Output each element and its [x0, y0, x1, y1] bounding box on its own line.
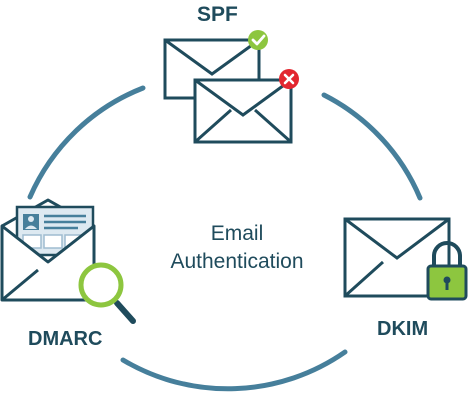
center-title-line-2: Authentication [170, 250, 304, 273]
magnifier-icon [78, 262, 136, 324]
dmarc-envelope [0, 198, 96, 302]
dkim-label: DKIM [377, 318, 429, 340]
dkim-envelope [343, 217, 451, 298]
ring-arc-top-right [321, 92, 423, 201]
cycle-ring [27, 85, 423, 392]
spf-envelope-fail [193, 78, 293, 144]
center-title: Email Authentication [137, 220, 337, 276]
padlock-icon [426, 241, 468, 301]
check-badge-icon [248, 30, 268, 50]
ring-arc-top-left [27, 85, 146, 200]
x-badge-icon [279, 69, 299, 89]
spf-label: SPF [197, 3, 238, 26]
center-title-line-1: Email [210, 222, 264, 245]
dmarc-label: DMARC [28, 328, 103, 350]
ring-arc-bottom [120, 349, 348, 392]
